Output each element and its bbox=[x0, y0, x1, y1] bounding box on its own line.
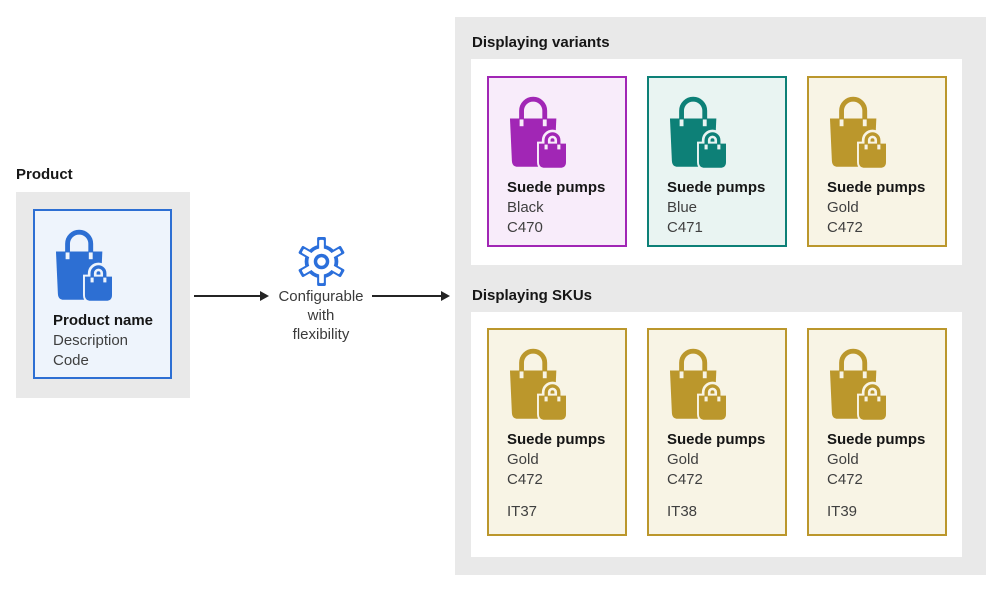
product-card: Product name Description Code bbox=[33, 209, 172, 379]
shopping-bags-icon bbox=[509, 348, 566, 421]
skus-section-title: Displaying SKUs bbox=[472, 287, 593, 304]
card-variant-line: Gold bbox=[827, 199, 859, 216]
connector-label-line: with bbox=[307, 307, 335, 324]
card-product-name: Suede pumps bbox=[507, 431, 606, 448]
variants-row: Suede pumps Black C470 Suede pumps Blue … bbox=[487, 76, 947, 247]
card-product-name: Suede pumps bbox=[667, 179, 766, 196]
sku-card: Suede pumps Gold C472 IT39 bbox=[807, 328, 947, 536]
shopping-bags-icon bbox=[829, 348, 886, 421]
shopping-bags-icon bbox=[55, 229, 112, 302]
card-code-line: C472 bbox=[827, 470, 863, 488]
card-variant-line: Description bbox=[53, 332, 129, 349]
shopping-bags-icon bbox=[669, 348, 726, 421]
card-code-line: C472 bbox=[507, 470, 543, 488]
card-code-line: C472 bbox=[667, 470, 703, 488]
card-variant-line: Gold bbox=[827, 451, 859, 468]
gear-icon bbox=[298, 237, 345, 286]
card-code-line: C470 bbox=[507, 218, 543, 236]
shopping-bags-icon bbox=[669, 96, 726, 169]
sku-card: Suede pumps Gold C472 IT37 bbox=[487, 328, 627, 536]
card-sku-id: IT37 bbox=[507, 503, 538, 520]
shopping-bags-icon bbox=[829, 96, 886, 169]
variant-card: Suede pumps Blue C471 bbox=[647, 76, 787, 247]
product-section-label: Product bbox=[16, 166, 73, 183]
variant-card: Suede pumps Gold C472 bbox=[807, 76, 947, 247]
variant-card: Suede pumps Black C470 bbox=[487, 76, 627, 247]
shopping-bags-icon bbox=[509, 96, 566, 169]
card-variant-line: Gold bbox=[507, 451, 539, 468]
connector-label-line: flexibility bbox=[292, 326, 350, 343]
card-variant-line: Gold bbox=[667, 451, 699, 468]
card-code-line: C471 bbox=[667, 218, 703, 236]
card-sku-id: IT38 bbox=[667, 503, 698, 520]
arrow-left bbox=[194, 291, 269, 301]
card-product-name: Product name bbox=[53, 312, 154, 329]
sku-card: Suede pumps Gold C472 IT38 bbox=[647, 328, 787, 536]
card-code-line: C472 bbox=[827, 218, 863, 236]
card-variant-line: Black bbox=[507, 199, 544, 216]
arrow-right bbox=[372, 291, 450, 301]
card-code-line: Code bbox=[53, 351, 89, 369]
connector-label: Configurable with flexibility bbox=[264, 287, 378, 344]
skus-row: Suede pumps Gold C472 IT37 Suede pumps G… bbox=[487, 328, 947, 536]
card-product-name: Suede pumps bbox=[507, 179, 606, 196]
card-product-name: Suede pumps bbox=[827, 179, 926, 196]
card-product-name: Suede pumps bbox=[827, 431, 926, 448]
card-variant-line: Blue bbox=[667, 199, 698, 216]
connector-label-line: Configurable bbox=[278, 288, 364, 305]
card-sku-id: IT39 bbox=[827, 503, 858, 520]
variants-section-title: Displaying variants bbox=[472, 34, 610, 51]
card-product-name: Suede pumps bbox=[667, 431, 766, 448]
product-card-slot: Product name Description Code bbox=[33, 209, 172, 379]
